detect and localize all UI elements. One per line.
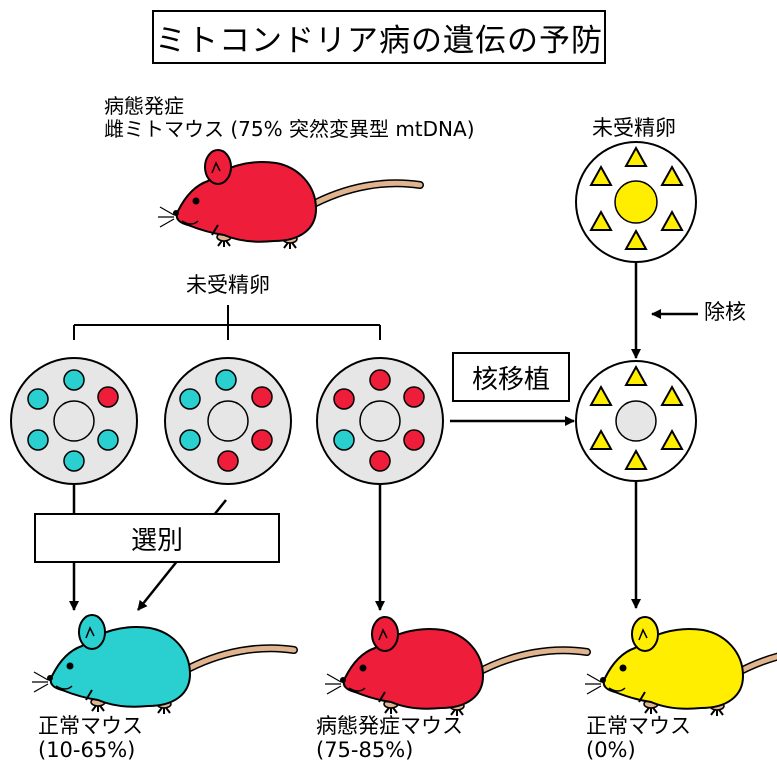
recipient-oocyte	[575, 141, 697, 263]
selection-box: 選別	[34, 513, 280, 563]
diseased-mouse	[325, 617, 587, 716]
normal-mouse-right	[585, 617, 777, 716]
reconstructed-oocyte	[575, 360, 697, 482]
enucleation-label: 除核	[704, 300, 746, 324]
title-box: ミトコンドリア病の遺伝の予防	[152, 10, 606, 64]
normal-mouse-left	[32, 615, 294, 714]
oocyte-1	[10, 357, 138, 485]
outcome-1-range: (10-65%)	[38, 738, 136, 762]
oocyte-3	[316, 357, 444, 485]
selection-label: 選別	[130, 525, 183, 556]
oocytes-label: 未受精卵	[186, 273, 270, 297]
nuclear-transfer-box: 核移植	[452, 352, 570, 402]
donor-line2: 雌ミトマウス (75% 突然変異型 mtDNA)	[104, 117, 475, 141]
oocyte-bracket	[73, 305, 381, 340]
oocyte-2	[164, 357, 292, 485]
recipient-label: 未受精卵	[592, 116, 676, 140]
outcome-3-range: (0%)	[586, 738, 636, 762]
donor-line1: 病態発症	[104, 94, 184, 118]
nuclear-transfer-label: 核移植	[471, 364, 550, 395]
outcome-3-label: 正常マウス	[586, 714, 691, 738]
outcome-2-label: 病態発症マウス	[316, 714, 463, 738]
donor-mouse	[158, 150, 420, 249]
outcome-1-label: 正常マウス	[38, 714, 143, 738]
page-title: ミトコンドリア病の遺伝の予防	[155, 22, 603, 59]
outcome-2-range: (75-85%)	[316, 738, 414, 762]
